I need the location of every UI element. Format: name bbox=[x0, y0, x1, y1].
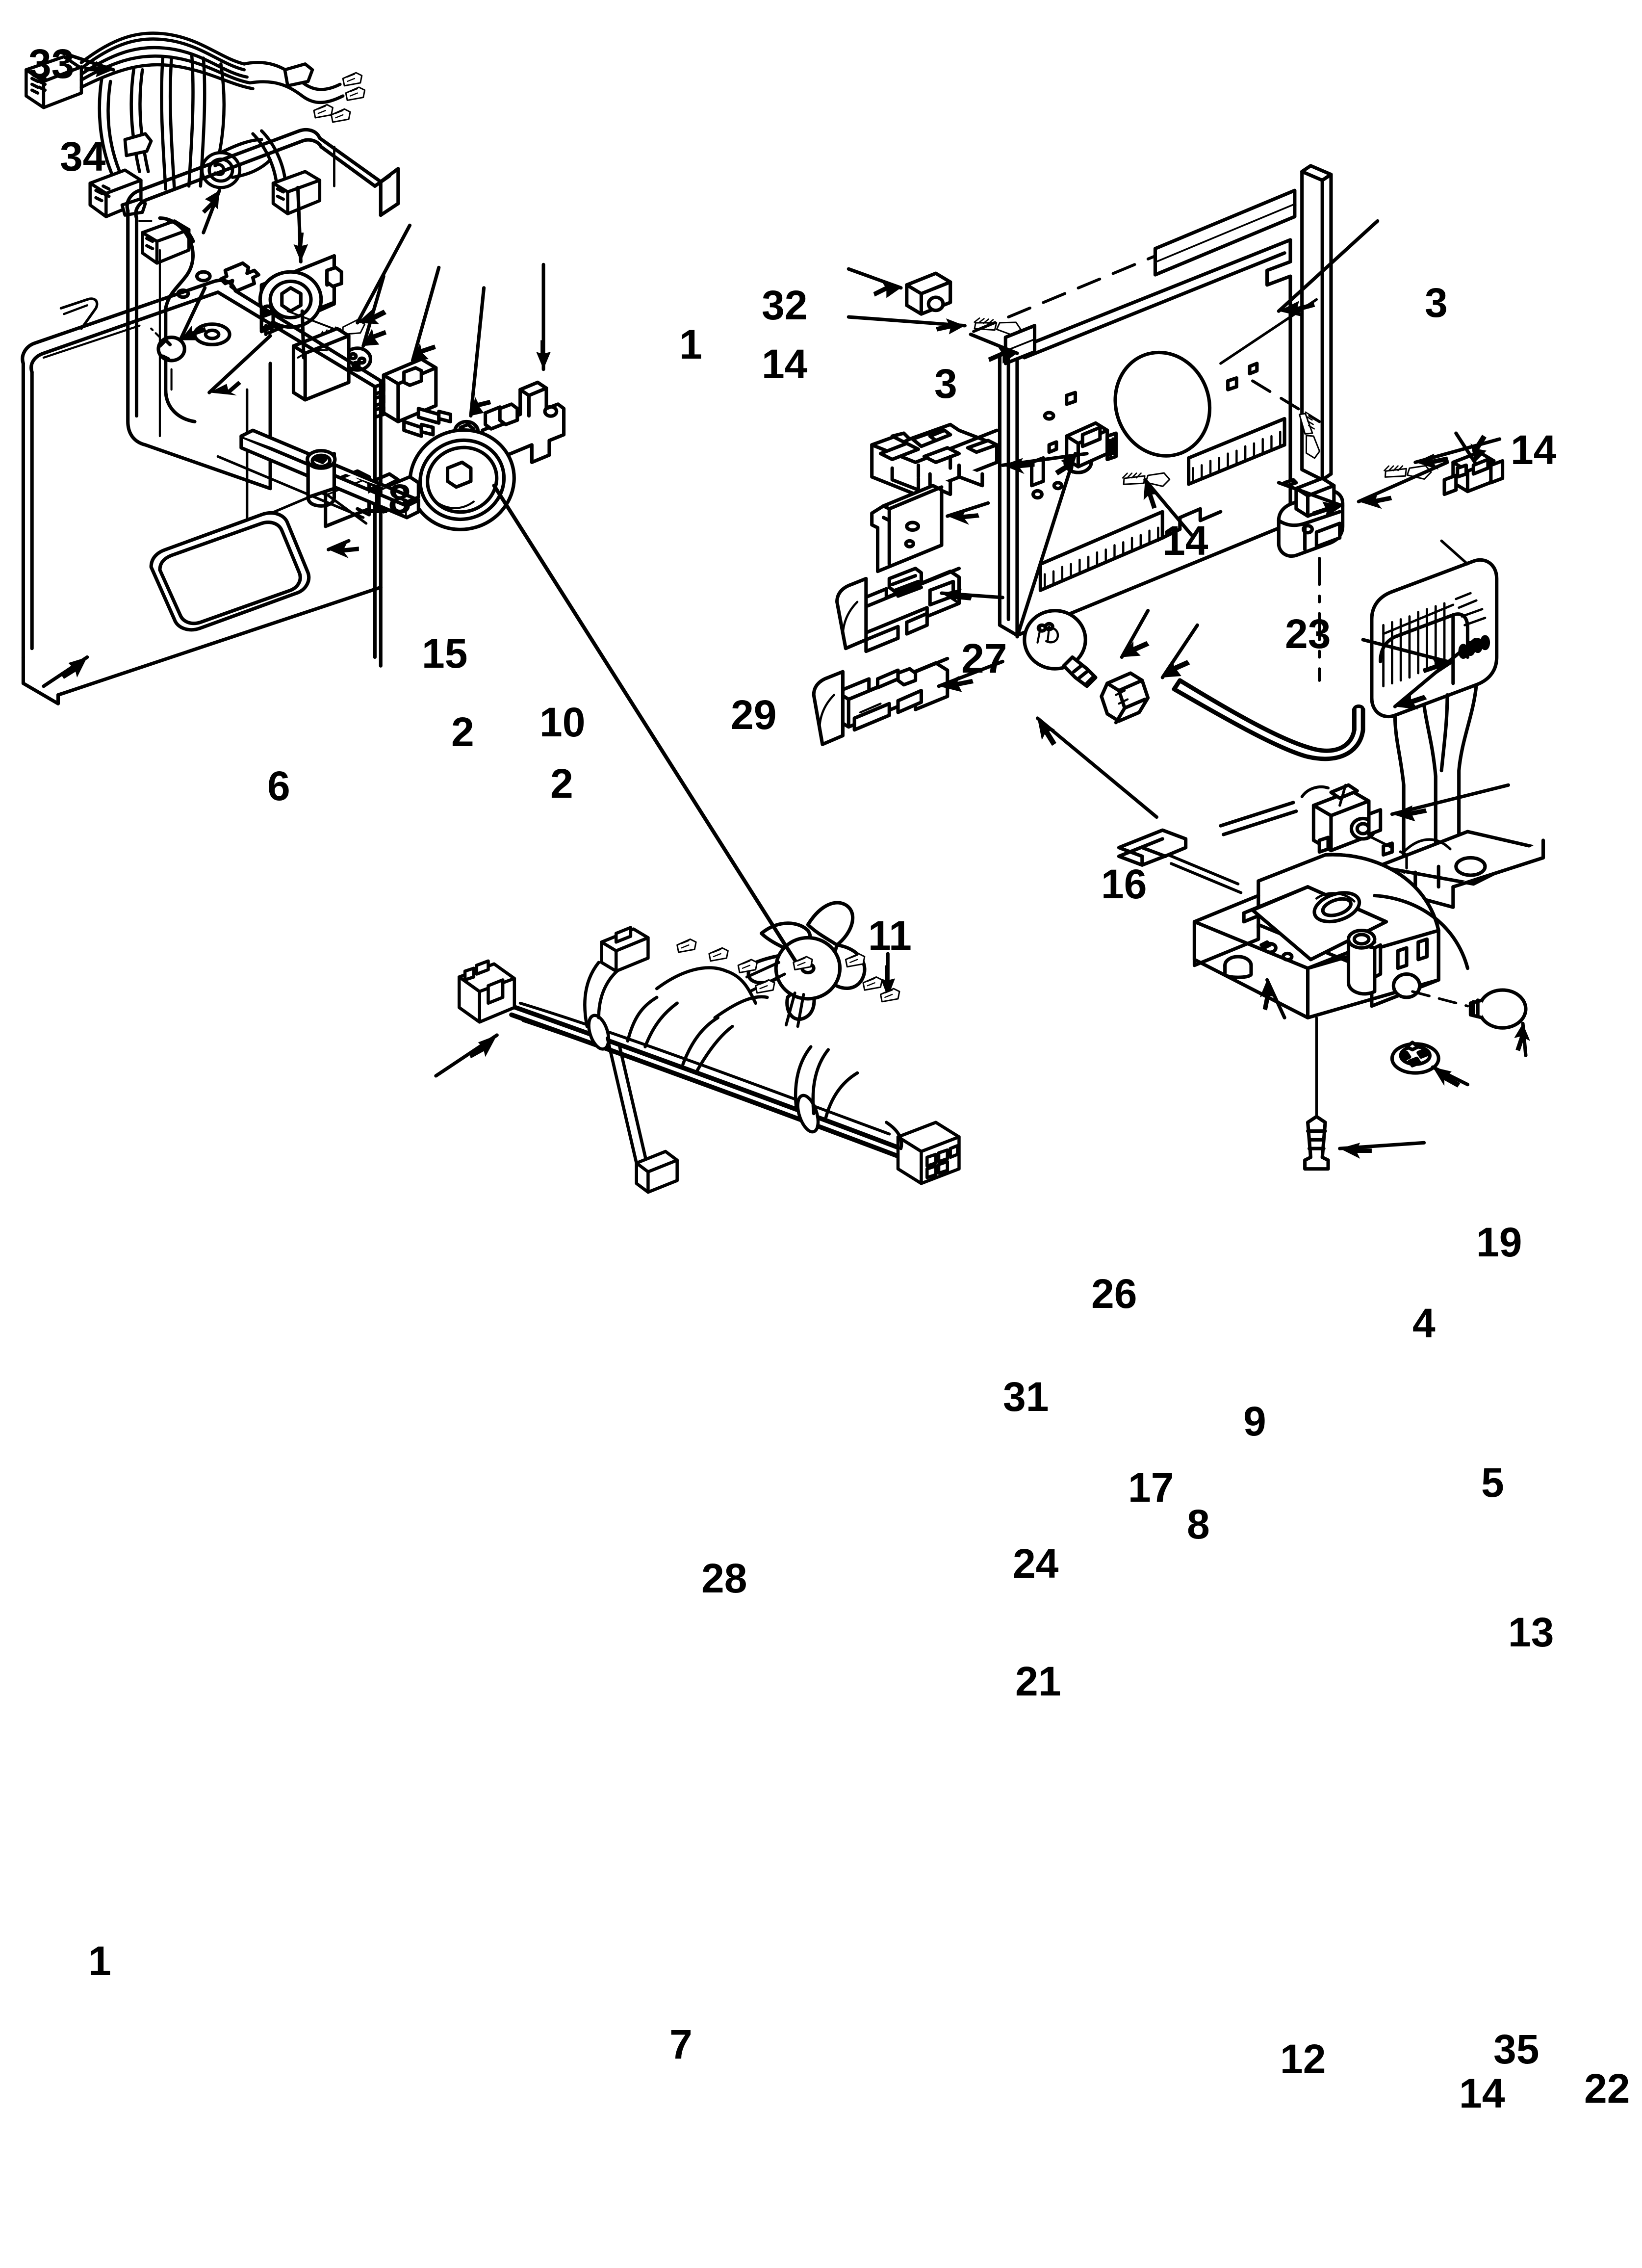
grommet-retainer-art bbox=[1390, 1041, 1440, 1075]
insulation-baffle-art bbox=[870, 484, 944, 574]
callout-13: 13 bbox=[1508, 1609, 1554, 1655]
callout-6: 6 bbox=[267, 763, 290, 809]
callout-27: 27 bbox=[961, 635, 1007, 681]
callout-33: 33 bbox=[28, 41, 75, 87]
lower-wire-harness-art bbox=[457, 926, 961, 1194]
rear-access-panel-art bbox=[972, 164, 1333, 637]
callout-4: 4 bbox=[1412, 1300, 1436, 1346]
callout-14-a: 14 bbox=[762, 341, 808, 387]
callout-5: 5 bbox=[1481, 1460, 1504, 1506]
callout-19: 19 bbox=[1476, 1219, 1522, 1265]
callout-14-c: 14 bbox=[1162, 518, 1208, 564]
drain-tube-art bbox=[1172, 678, 1365, 761]
callout-14-b: 14 bbox=[1511, 427, 1557, 473]
callout-23: 23 bbox=[1285, 611, 1331, 657]
wire-clip-art bbox=[1442, 450, 1505, 496]
callout-12: 12 bbox=[1280, 2036, 1326, 2082]
callout-2-b: 2 bbox=[550, 760, 573, 807]
callout-35: 35 bbox=[1493, 2026, 1539, 2072]
callout-14-d: 14 bbox=[1459, 2070, 1505, 2116]
bottom-screw-art bbox=[1303, 1115, 1330, 1171]
callout-29: 29 bbox=[731, 692, 777, 738]
callout-22: 22 bbox=[1584, 2065, 1630, 2112]
spacer-bushing-art bbox=[905, 271, 952, 316]
callout-17: 17 bbox=[1128, 1464, 1174, 1511]
main-wire-harness-art bbox=[25, 31, 364, 265]
plug-cap-art bbox=[1468, 988, 1528, 1030]
callout-8: 8 bbox=[1187, 1501, 1210, 1547]
callout-2-a: 2 bbox=[451, 709, 474, 755]
callout-16: 16 bbox=[1101, 861, 1147, 907]
callout-11: 11 bbox=[868, 912, 912, 959]
compressor-pan-art bbox=[1117, 828, 1470, 1019]
callout-24: 24 bbox=[1013, 1540, 1059, 1587]
callout-9: 9 bbox=[1243, 1398, 1266, 1444]
fan-blade-art bbox=[745, 901, 867, 1028]
callout-15: 15 bbox=[422, 630, 468, 677]
defrost-thermostat-art bbox=[1219, 783, 1383, 854]
drip-tray-art bbox=[812, 567, 961, 746]
bulb-retainer-art bbox=[1100, 671, 1150, 725]
callout-31: 31 bbox=[1003, 1374, 1049, 1420]
callout-18: 18 bbox=[365, 476, 411, 522]
callout-1-upper: 1 bbox=[679, 321, 702, 367]
callout-3-b: 3 bbox=[1425, 280, 1448, 326]
light-lens-housing-art bbox=[870, 422, 999, 496]
callout-32: 32 bbox=[762, 282, 808, 328]
callout-28: 28 bbox=[701, 1555, 747, 1601]
callout-1-lower: 1 bbox=[88, 1938, 111, 1984]
air-duct-grille-art bbox=[1370, 558, 1545, 909]
callout-7: 7 bbox=[669, 2021, 693, 2067]
callout-10: 10 bbox=[539, 699, 586, 745]
callout-3-a: 3 bbox=[934, 361, 957, 407]
lower-cabinet-art bbox=[21, 278, 420, 705]
light-bulb-art bbox=[1023, 609, 1098, 688]
callout-34: 34 bbox=[60, 133, 106, 180]
callout-21: 21 bbox=[1015, 1658, 1061, 1704]
callout-26: 26 bbox=[1091, 1271, 1137, 1317]
